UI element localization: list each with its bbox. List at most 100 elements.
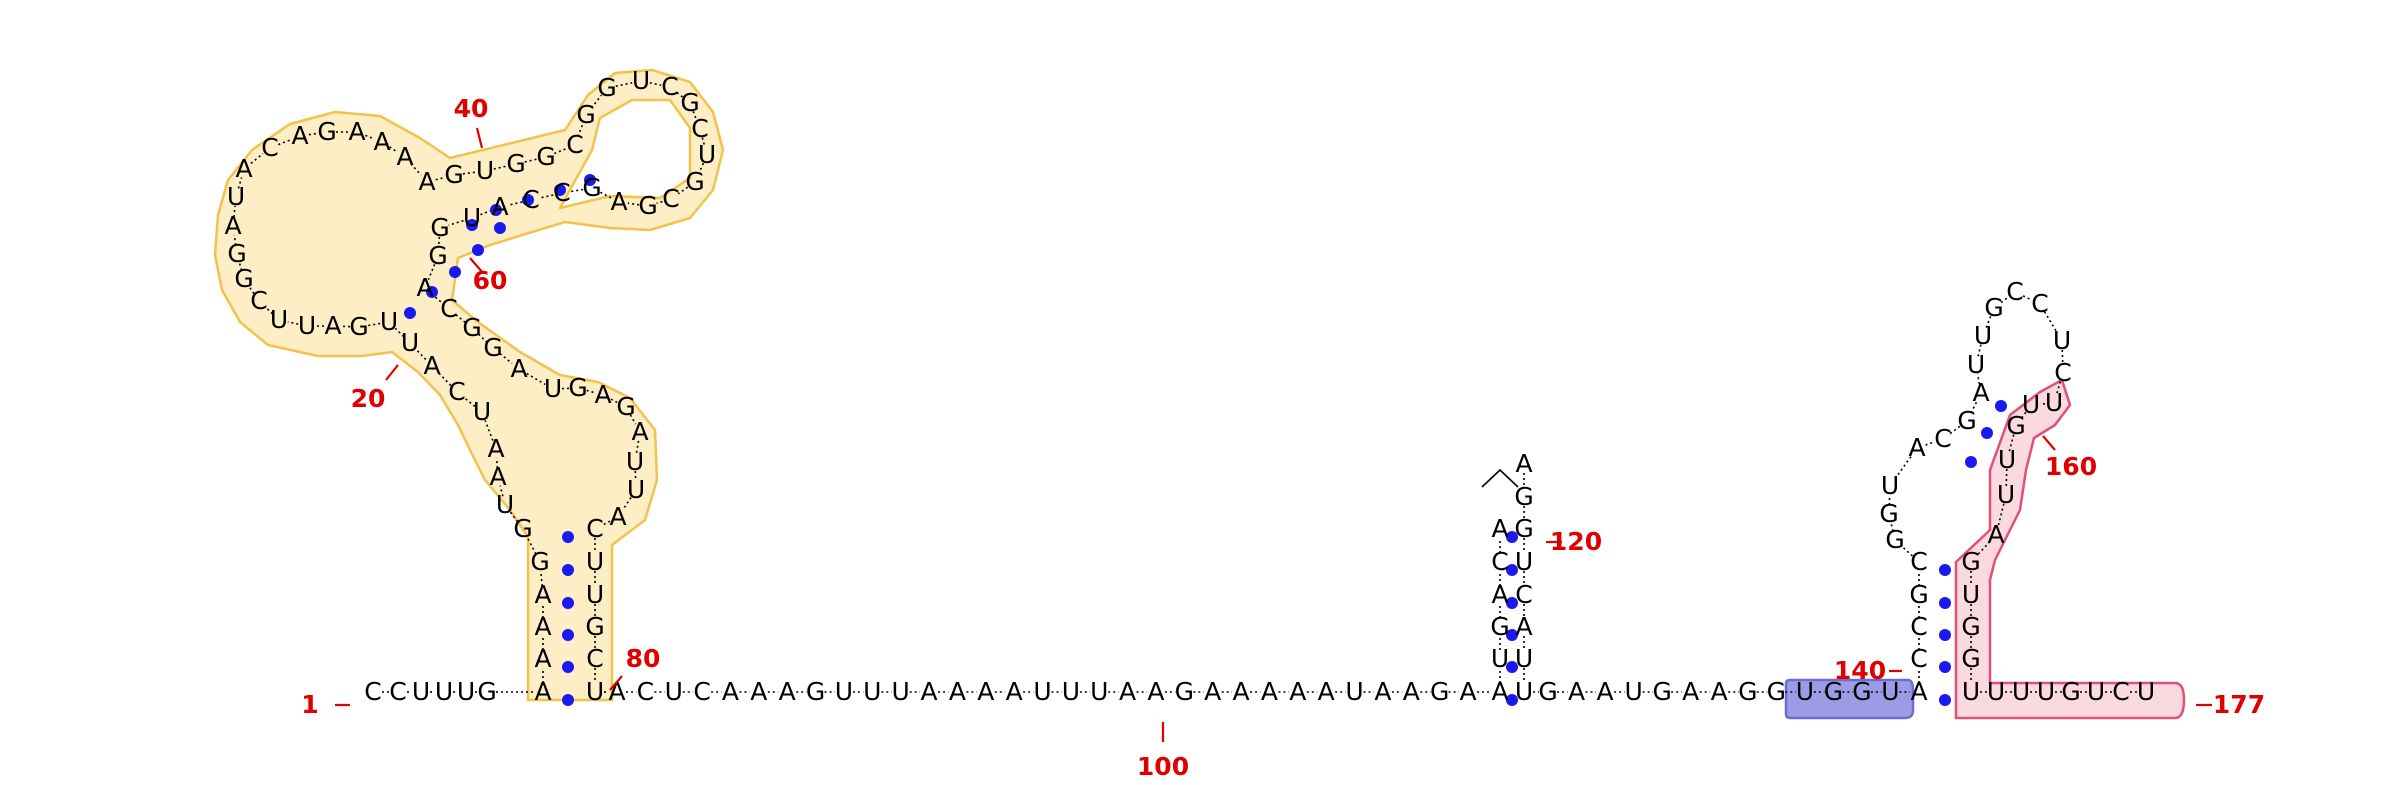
backbone-bond [701, 137, 706, 147]
nucleotide: A [1459, 677, 1476, 706]
nucleotide: G [317, 117, 336, 146]
base-pair-dot [472, 244, 484, 256]
nucleotide: A [1682, 677, 1699, 706]
nucleotide: U [473, 397, 491, 426]
nucleotide: U [1033, 677, 1051, 706]
backbone-bond [677, 186, 689, 195]
nucleotide: G [1175, 677, 1194, 706]
nucleotide: U [1515, 547, 1533, 576]
nucleotide: G [1909, 580, 1928, 609]
nucleotide: U [1962, 580, 1980, 609]
backbone-bond [676, 91, 684, 99]
backbone-bond [554, 147, 567, 155]
backbone-bond [610, 398, 619, 404]
nucleotide: U [2012, 677, 2030, 706]
nucleotide: A [949, 677, 966, 706]
nucleotide: U [1796, 677, 1814, 706]
nucleotide: A [373, 127, 390, 156]
nucleotide: A [510, 354, 527, 383]
backbone-bond [508, 201, 523, 206]
nucleotide: U [2053, 326, 2071, 355]
nucleotide: G [506, 149, 525, 178]
backbone-bond [437, 371, 452, 387]
backbone-bond [577, 123, 584, 137]
nucleotide: G [1514, 482, 1533, 511]
backbone-bond [437, 236, 441, 248]
nucleotide: C [661, 72, 678, 101]
nucleotide: U [892, 677, 910, 706]
backbone-bond [1997, 503, 2005, 527]
nucleotide: U [2022, 390, 2040, 419]
nucleotide: A [324, 311, 341, 340]
nucleotide: G [234, 264, 253, 293]
nucleotide: U [1624, 677, 1642, 706]
nucleotide: G [513, 514, 532, 543]
nucleotide: U [1515, 644, 1533, 673]
nucleotide: C [586, 644, 603, 673]
nucleotide: C [662, 184, 679, 213]
backbone-bond [477, 333, 488, 343]
backbone-bond [599, 191, 612, 199]
base-pair-dot [584, 174, 596, 186]
nucleotide: C [566, 130, 583, 159]
nucleotide: G [1885, 525, 1904, 554]
nucleotide: G [1652, 677, 1671, 706]
nucleotide: G [227, 239, 246, 268]
nucleotide: A [487, 434, 504, 463]
backbone-bond [602, 520, 611, 526]
nucleotide: A [1597, 677, 1614, 706]
base-pair-dot [522, 194, 534, 206]
backbone-bond [237, 177, 243, 189]
backbone-bond [233, 234, 237, 246]
base-pair-dot [562, 597, 574, 609]
nucleotide: U [1881, 677, 1899, 706]
nucleotide: C [2112, 677, 2129, 706]
nucleotide: U [544, 374, 562, 403]
position-label-140: 140 [1834, 656, 1886, 685]
nucleotide: G [1852, 677, 1871, 706]
position-label-120: 120 [1550, 527, 1602, 556]
nucleotide: A [977, 677, 994, 706]
nucleotide: U [2037, 677, 2055, 706]
nucleotide: G [462, 313, 481, 342]
nucleotide: C [440, 294, 457, 323]
nucleotide: U [298, 311, 316, 340]
backbone-bond [539, 194, 554, 199]
nucleotide: G [576, 100, 595, 129]
base-pair-dot [1939, 564, 1951, 576]
base-pair-dot [404, 307, 416, 319]
nucleotide: A [722, 677, 739, 706]
base-pair-dot [562, 564, 574, 576]
backbone-bond [526, 372, 546, 386]
nucleotide: G [1514, 514, 1533, 543]
nucleotide: A [224, 211, 241, 240]
base-pair-dot [426, 286, 438, 298]
nucleotide: A [631, 417, 648, 446]
numbering-tick [609, 675, 623, 691]
nucleotide: G [444, 160, 463, 189]
nucleotide: U [476, 156, 494, 185]
nucleotide: C [2054, 358, 2071, 387]
backbone-bond [435, 176, 446, 181]
base-pair-dot [562, 531, 574, 543]
nucleotide: A [534, 644, 551, 673]
blue-highlight-region [1784, 678, 1915, 720]
nucleotide: G [597, 73, 616, 102]
nucleotide: G [638, 191, 657, 220]
nucleotide: U [2137, 677, 2155, 706]
base-pair-dot [1506, 629, 1518, 641]
backbone-bond [365, 134, 374, 140]
nucleotide: G [530, 547, 549, 576]
nucleotide: C [2006, 277, 2023, 306]
nucleotide: G [616, 392, 635, 421]
backbone-bond [629, 414, 637, 425]
nucleotide: A [1910, 677, 1927, 706]
nucleotide: U [1997, 480, 2015, 509]
nucleotide: U [227, 182, 245, 211]
nucleotide: A [418, 167, 435, 196]
backbone-bond [1976, 541, 1991, 556]
nucleotide: U [1491, 644, 1509, 673]
backbone-bond [570, 188, 584, 193]
